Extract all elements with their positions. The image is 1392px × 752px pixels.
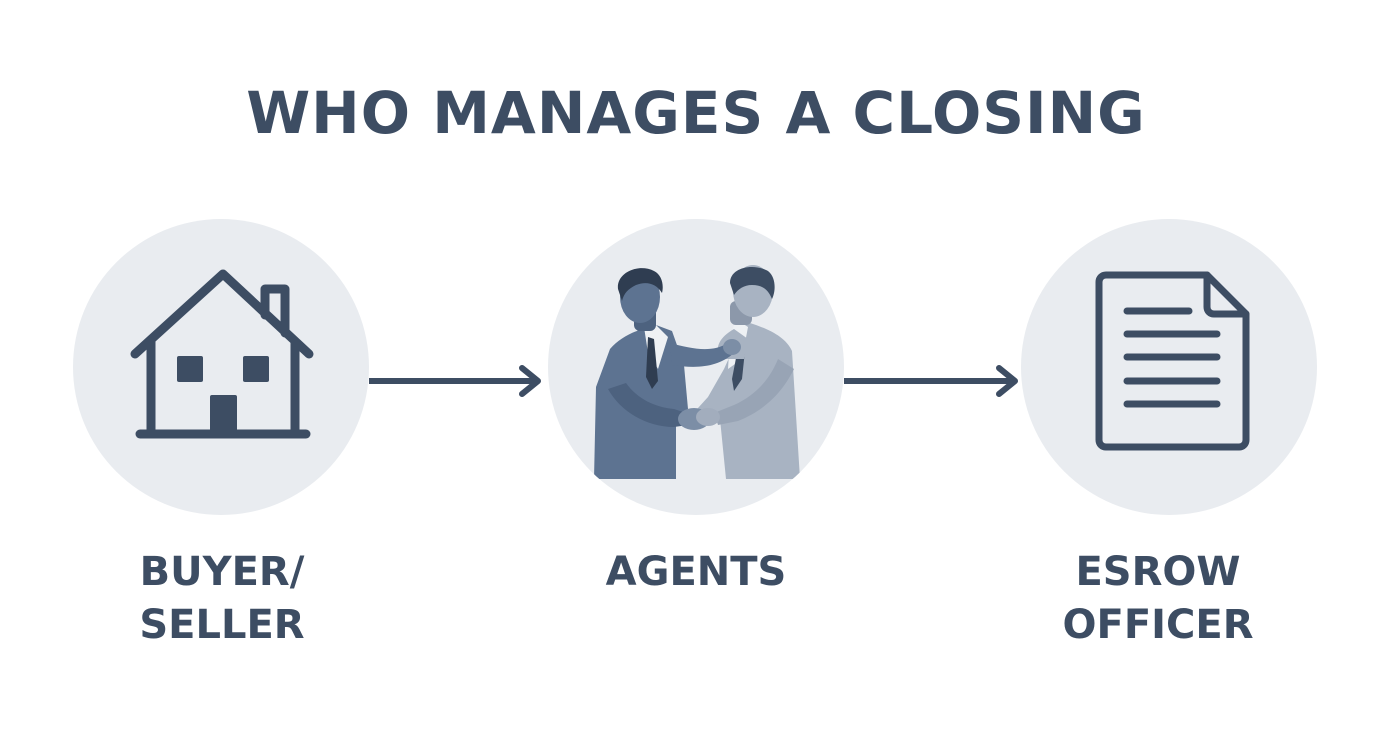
handshake-agents-icon bbox=[594, 265, 800, 479]
label-line: SELLER bbox=[139, 602, 305, 648]
agents-node bbox=[548, 219, 844, 515]
label-line: OFFICER bbox=[1062, 602, 1254, 648]
connector-arrow bbox=[844, 362, 1022, 402]
escrow-officer-node bbox=[1021, 219, 1317, 515]
connector-arrow bbox=[369, 362, 545, 402]
node-label-agents: AGENTS bbox=[546, 546, 846, 599]
page-title: WHO MANAGES A CLOSING bbox=[246, 79, 1146, 147]
node-label-buyer-seller: BUYER/ SELLER bbox=[72, 546, 372, 652]
buyer-seller-node bbox=[73, 219, 369, 515]
label-line: AGENTS bbox=[605, 549, 787, 595]
label-line: BUYER/ bbox=[139, 549, 305, 595]
node-label-escrow-officer: ESROW OFFICER bbox=[1008, 546, 1308, 652]
house-icon bbox=[130, 269, 314, 439]
document-icon bbox=[1095, 271, 1250, 451]
label-line: ESROW bbox=[1075, 549, 1241, 595]
